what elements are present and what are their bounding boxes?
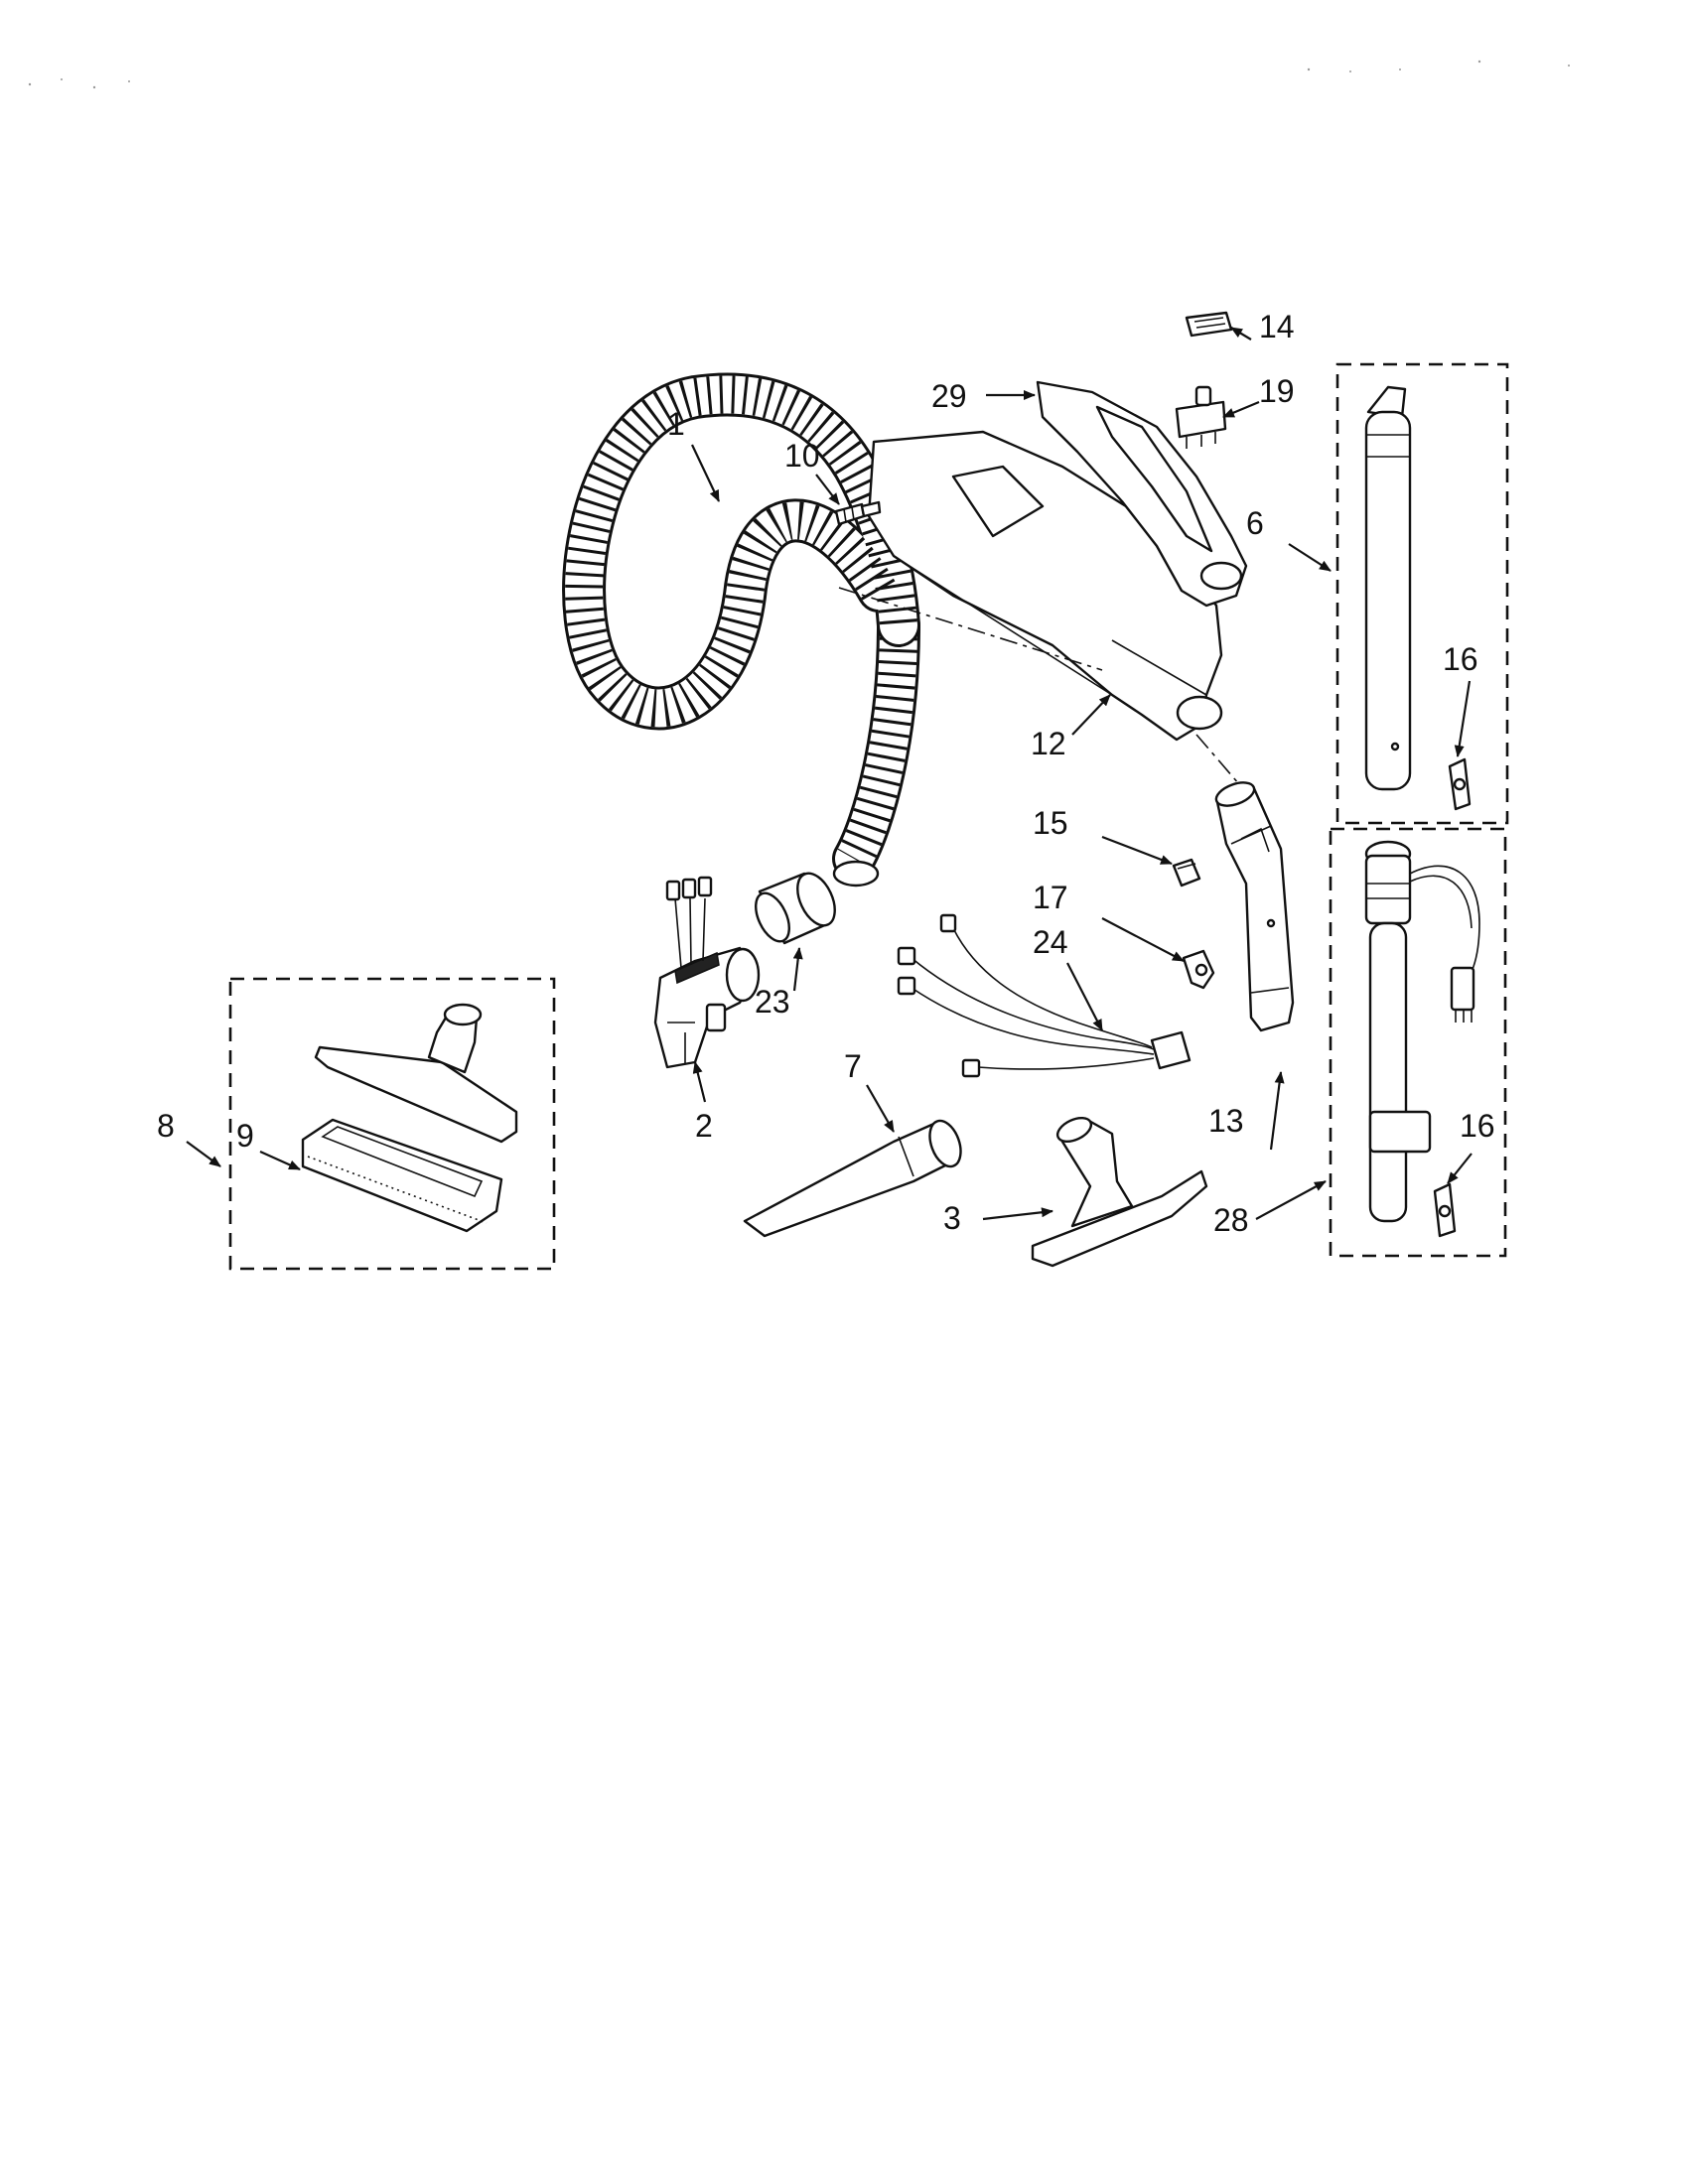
upholstery-kit-part-8 <box>228 977 556 1271</box>
callout-12: 12 <box>1031 726 1066 761</box>
coupler-part-23 <box>755 872 836 945</box>
wire-harness-part-24 <box>897 913 1192 1078</box>
callout-16-upper: 16 <box>1443 641 1478 677</box>
hose-part-1 <box>562 372 920 887</box>
callout-15: 15 <box>1033 805 1068 841</box>
elbow-wand-part-13 <box>1214 781 1295 1032</box>
brush-insert-part-9 <box>301 1118 503 1233</box>
callout-13: 13 <box>1208 1103 1244 1139</box>
upper-wand-part-6 <box>1335 362 1509 825</box>
scan-noise <box>28 60 1570 89</box>
handle-top-part-29 <box>1036 380 1248 608</box>
crevice-tool-part-7 <box>743 1119 962 1238</box>
callout-1: 1 <box>667 406 685 442</box>
callout-24: 24 <box>1033 924 1068 960</box>
leader-arrows <box>186 327 1473 1221</box>
callout-3: 3 <box>943 1200 961 1236</box>
floor-brush-part-3 <box>1031 1116 1208 1268</box>
switch-plate-part-14 <box>1185 311 1233 338</box>
callout-6: 6 <box>1246 505 1264 541</box>
callout-9: 9 <box>236 1118 254 1154</box>
callout-23: 23 <box>755 984 790 1020</box>
handle-part-12 <box>867 430 1223 742</box>
callout-7: 7 <box>844 1048 862 1084</box>
callout-8: 8 <box>157 1108 175 1144</box>
callout-labels: 1 2 3 6 7 8 9 10 12 13 14 15 16 16 17 19… <box>157 309 1495 1238</box>
callout-10: 10 <box>784 438 820 474</box>
callout-2: 2 <box>695 1108 713 1144</box>
connector-part-2 <box>653 876 761 1069</box>
callout-16-lower: 16 <box>1460 1108 1495 1144</box>
lower-wand-part-28 <box>1329 827 1507 1258</box>
callout-28: 28 <box>1213 1202 1249 1238</box>
callout-17: 17 <box>1033 880 1068 915</box>
callout-19: 19 <box>1259 373 1295 409</box>
latch-part-17 <box>1182 949 1215 990</box>
clip-part-15 <box>1172 858 1201 887</box>
callout-14: 14 <box>1259 309 1295 344</box>
callout-29: 29 <box>931 378 967 414</box>
screw-part-10 <box>834 500 882 526</box>
switch-part-19 <box>1175 385 1227 449</box>
